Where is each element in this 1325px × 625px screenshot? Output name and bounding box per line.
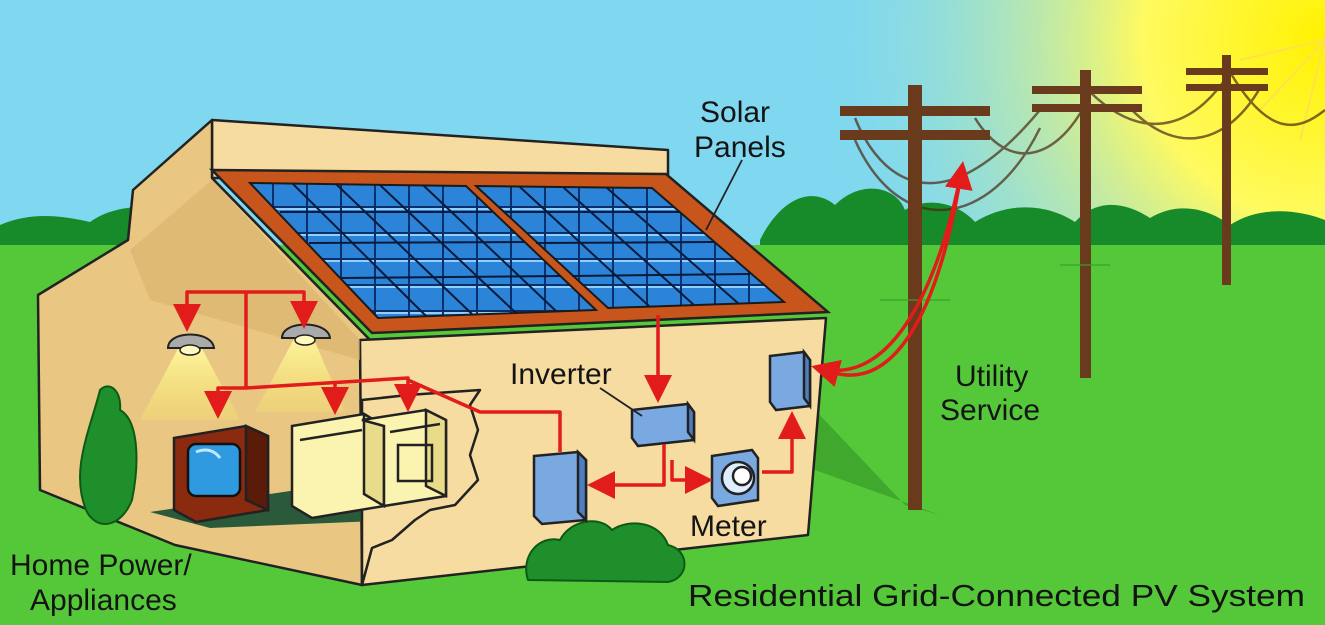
label-pointers [599,159,743,417]
house-shadow [815,410,940,515]
bushes [79,385,686,584]
inverter-box [630,400,696,448]
pole-2 [1080,70,1091,378]
washer-dryer [290,407,448,520]
wiring [173,161,973,499]
solar-panels-label-line1: Solar [700,96,770,129]
inverter-label: Inverter [510,358,612,391]
television [172,424,270,524]
meter [710,448,760,508]
utility-poles [840,55,1325,510]
meter-label: Meter [690,510,767,543]
pole-3 [1222,55,1231,285]
disconnect-box [768,348,812,412]
solar-panels-label-line2: Panels [694,131,786,164]
pole-1 [908,85,922,510]
utility-service-label-line2: Service [940,394,1040,427]
solar-panel-left [247,181,599,320]
diagram-title: Residential Grid-Connected PV System [688,578,1305,613]
home-power-label-line1: Home Power/ [10,549,192,582]
roof [208,168,832,335]
home-power-label-line2: Appliances [30,584,177,617]
utility-service-label-line1: Utility [955,360,1028,393]
breaker-panel [532,448,588,526]
light-left [166,333,216,356]
